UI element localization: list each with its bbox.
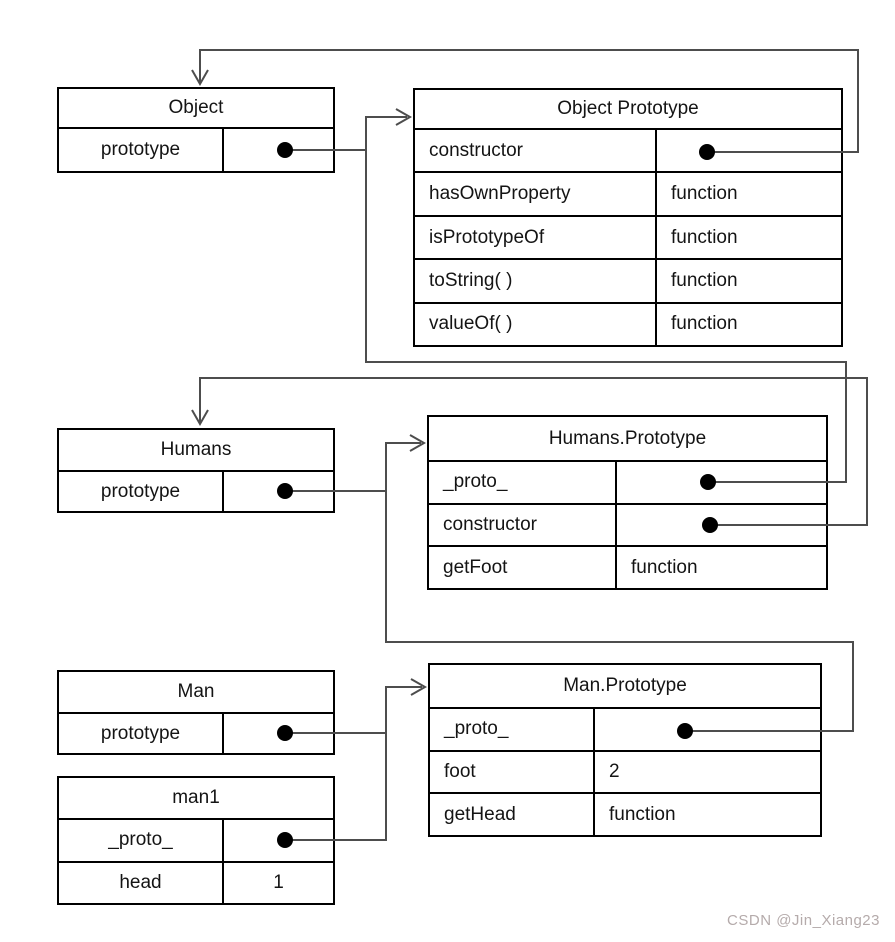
box-man: Man prototype <box>57 670 335 755</box>
box-man-prototype: Man.Prototype _proto_ foot 2 getHead fun… <box>428 663 822 837</box>
property-label: toString( ) <box>429 269 513 291</box>
box-object-title: Object <box>168 97 224 118</box>
box-humans-prototype-title: Humans.Prototype <box>548 427 707 449</box>
property-value: 1 <box>222 862 333 903</box>
property-label: getFoot <box>443 556 508 578</box>
table-row: valueOf( ) function <box>415 301 841 346</box>
table-row: _proto_ <box>59 818 333 861</box>
property-label: _proto_ <box>443 471 508 493</box>
pointer-cell <box>222 129 333 171</box>
box-object: Object prototype <box>57 87 335 173</box>
table-row: prototype <box>59 470 333 511</box>
box-object-prototype: Object Prototype constructor hasOwnPrope… <box>413 88 843 347</box>
property-value: function <box>655 216 841 259</box>
pointer-cell <box>615 504 826 546</box>
table-row: hasOwnProperty function <box>415 171 841 215</box>
table-row: head 1 <box>59 860 333 903</box>
box-humans: Humans prototype <box>57 428 335 513</box>
table-row: constructor <box>429 502 826 546</box>
property-label: constructor <box>429 139 523 161</box>
property-label: prototype <box>100 480 181 502</box>
property-value: function <box>655 260 841 302</box>
table-row: toString( ) function <box>415 258 841 302</box>
box-object-prototype-title: Object Prototype <box>557 98 699 119</box>
property-label: isPrototypeOf <box>429 226 545 248</box>
property-label: getHead <box>444 803 516 825</box>
box-man1: man1 _proto_ head 1 <box>57 776 335 905</box>
property-value: 2 <box>593 751 820 793</box>
pointer-cell <box>655 130 841 172</box>
pointer-cell <box>222 714 333 753</box>
table-row: isPrototypeOf function <box>415 214 841 259</box>
pointer-cell <box>222 820 333 861</box>
property-label: head <box>119 871 162 893</box>
property-label: hasOwnProperty <box>429 183 571 205</box>
table-row: getHead function <box>430 792 820 836</box>
property-label: prototype <box>100 139 181 160</box>
box-man-prototype-title: Man.Prototype <box>563 675 687 696</box>
pointer-cell <box>222 472 333 511</box>
property-value: function <box>615 547 826 589</box>
box-man1-title: man1 <box>172 787 220 808</box>
property-label: foot <box>444 761 476 782</box>
table-row: foot 2 <box>430 749 820 793</box>
property-value: function <box>655 303 841 346</box>
property-label: _proto_ <box>444 718 509 740</box>
box-humans-prototype: Humans.Prototype _proto_ constructor get… <box>427 415 828 590</box>
table-row: prototype <box>59 127 333 171</box>
table-row: prototype <box>59 712 333 753</box>
property-label: valueOf( ) <box>429 313 513 335</box>
property-value: function <box>655 173 841 215</box>
box-humans-title: Humans <box>160 439 232 460</box>
property-label: _proto_ <box>108 829 173 851</box>
table-row: _proto_ <box>429 460 826 503</box>
table-row: getFoot function <box>429 545 826 589</box>
table-row: constructor <box>415 128 841 172</box>
box-man-title: Man <box>177 681 215 702</box>
property-value: function <box>593 794 820 836</box>
property-label: prototype <box>100 722 181 744</box>
table-row: _proto_ <box>430 707 820 750</box>
watermark: CSDN @Jin_Xiang23 <box>727 912 880 929</box>
pointer-cell <box>593 709 820 750</box>
property-label: constructor <box>443 514 537 535</box>
pointer-cell <box>615 462 826 503</box>
